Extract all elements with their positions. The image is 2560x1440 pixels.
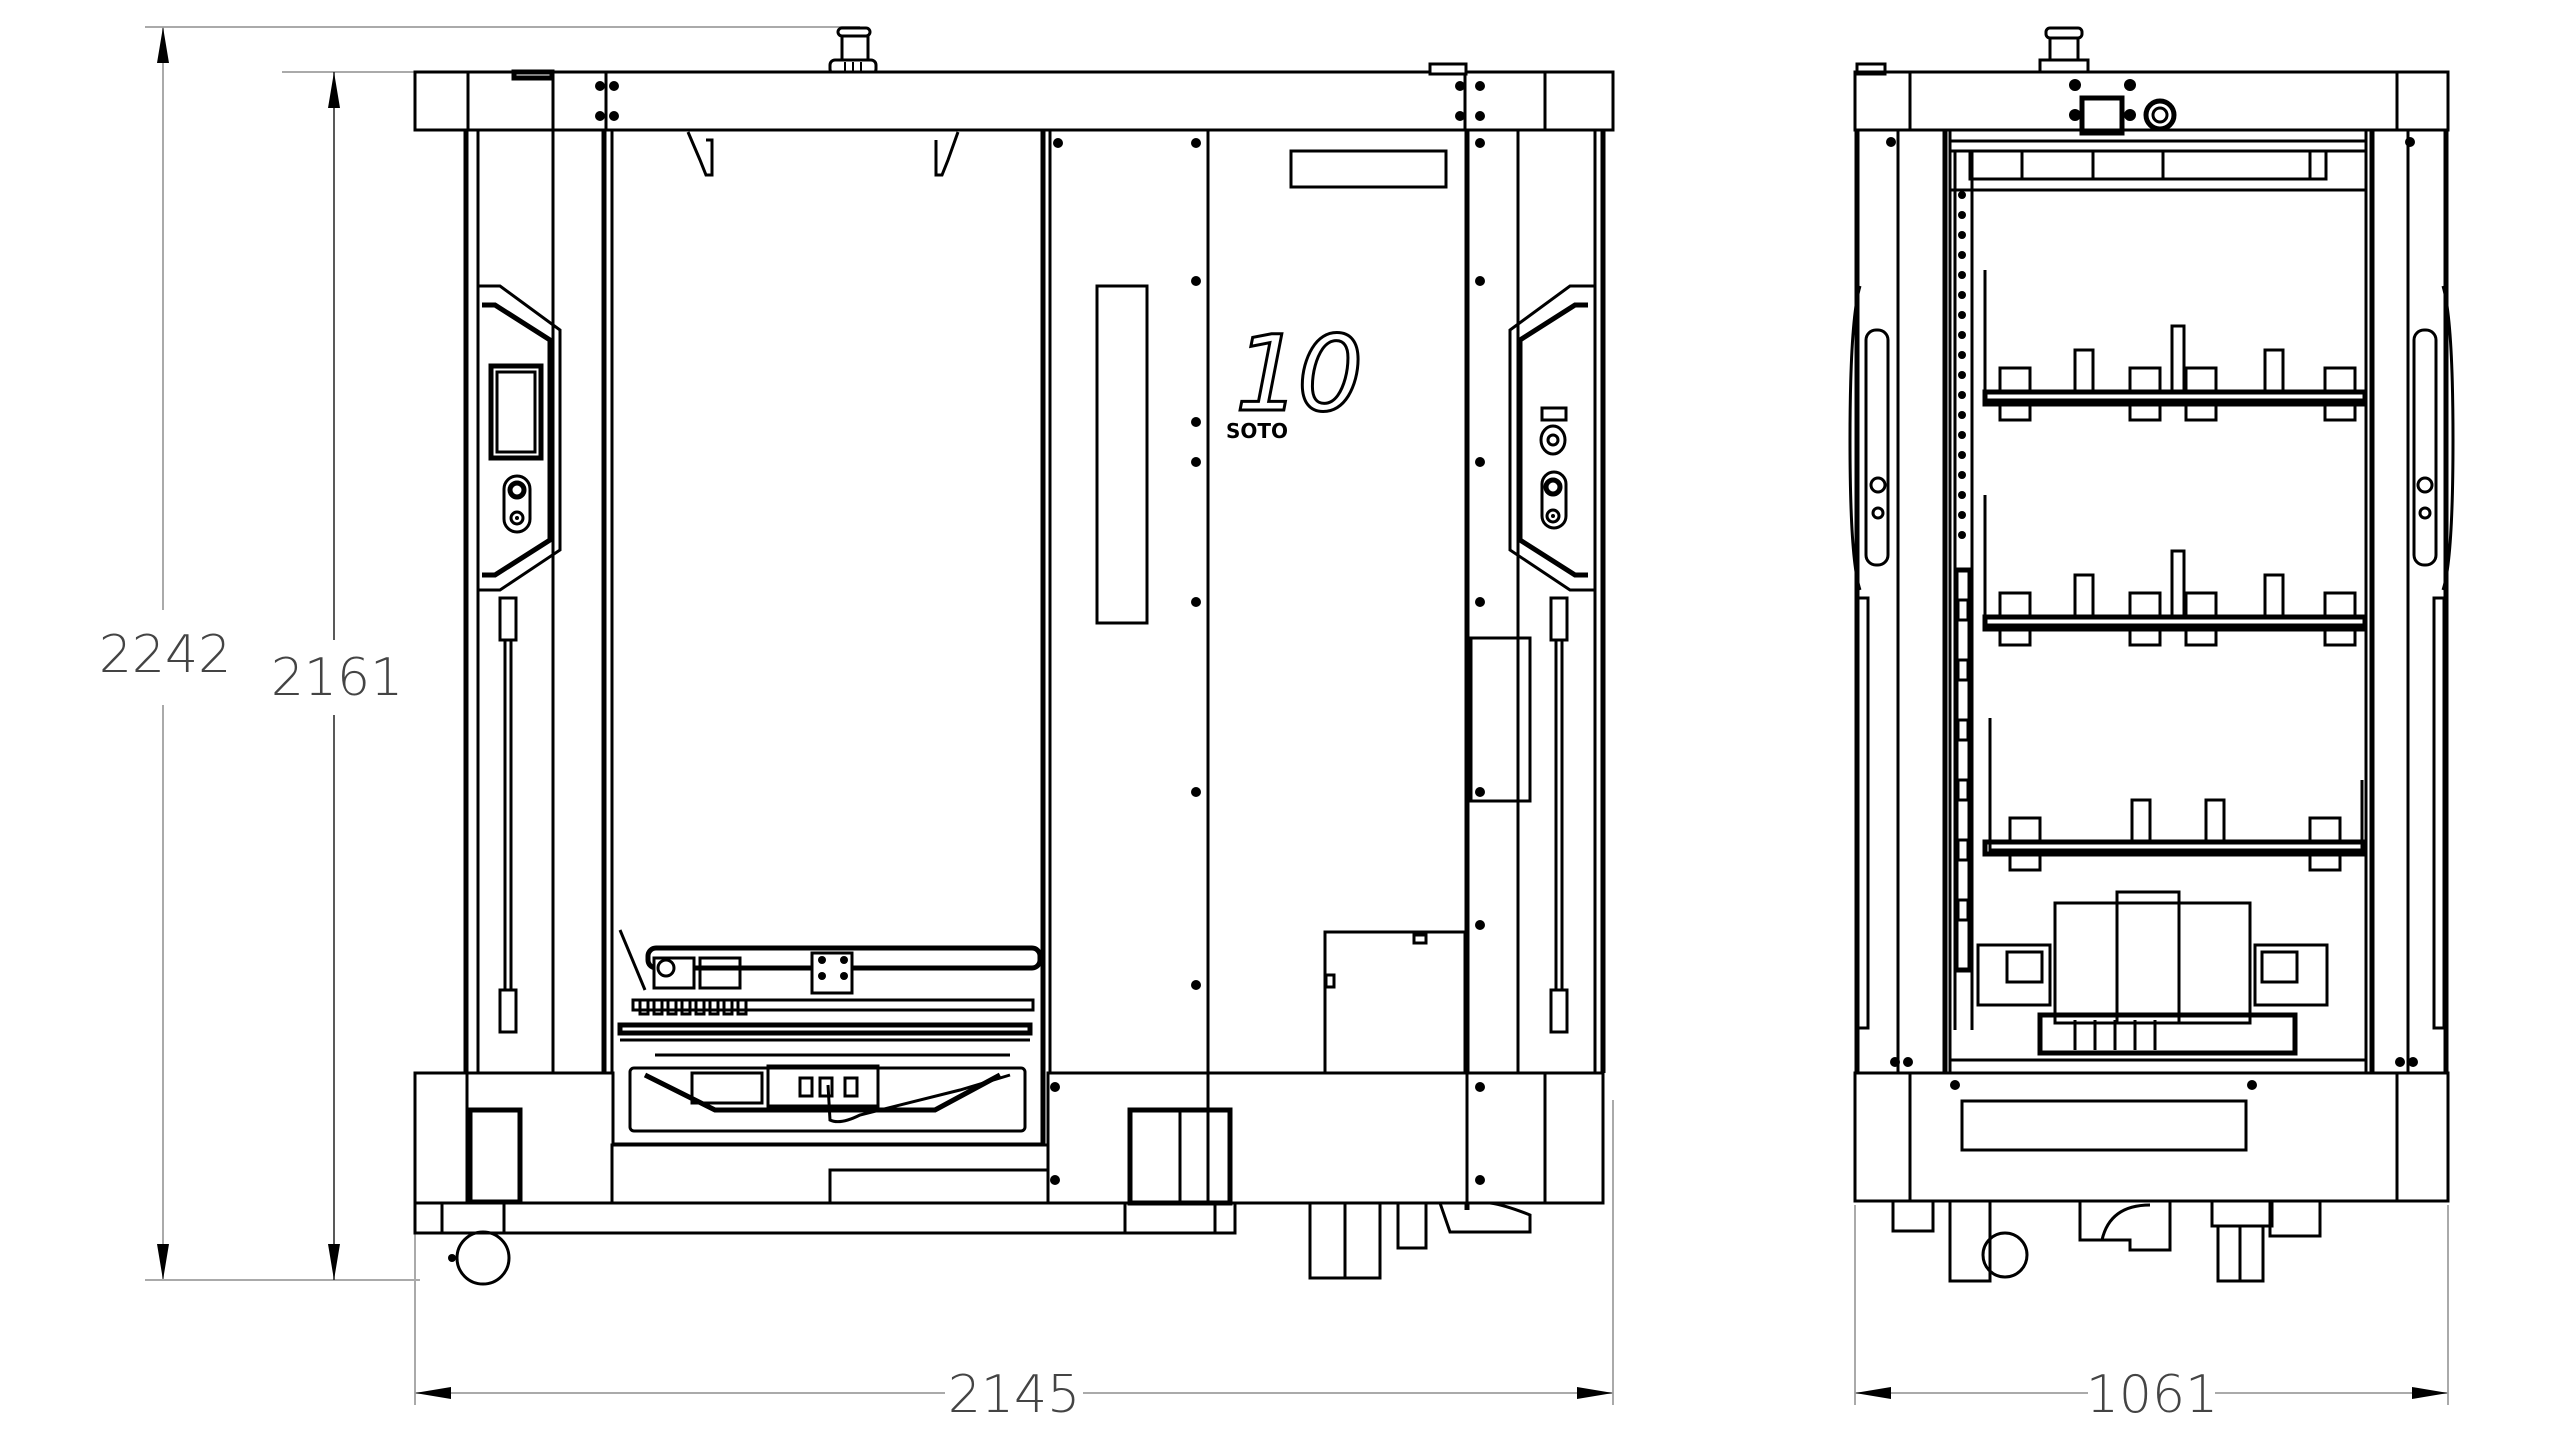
label-plate-horizontal bbox=[1289, 149, 1448, 189]
camera-mount bbox=[2079, 95, 2125, 136]
power-button-icon[interactable] bbox=[1543, 477, 1563, 497]
conveyor-rollers bbox=[638, 998, 748, 1016]
lidar-icon bbox=[2143, 98, 2177, 132]
label-plate-vertical bbox=[1095, 284, 1149, 625]
left-pillar bbox=[463, 130, 614, 1145]
side-depth-label: 1061 bbox=[2086, 1365, 2218, 1425]
middle-door-panel bbox=[1053, 130, 1210, 1090]
reset-button-icon[interactable] bbox=[1545, 508, 1561, 524]
conveyor-mechanism bbox=[617, 929, 1043, 1133]
right-door-panel bbox=[1289, 130, 1485, 1210]
side-drive-wheel-right bbox=[2210, 1199, 2322, 1283]
status-indicator bbox=[1540, 406, 1568, 422]
side-caster-center bbox=[2078, 1201, 2172, 1252]
shelf-3 bbox=[1982, 718, 2368, 872]
shelf-1 bbox=[1982, 270, 2368, 422]
side-view bbox=[1848, 26, 2455, 1283]
front-width-label: 2145 bbox=[948, 1365, 1080, 1425]
right-control-panel bbox=[1508, 284, 1595, 592]
logo-brand: SOTO bbox=[1226, 419, 1288, 443]
top-beam bbox=[1853, 62, 2450, 136]
front-view: 10 SOTO bbox=[413, 26, 1615, 1286]
shelf-2 bbox=[1982, 495, 2368, 647]
base-frame bbox=[413, 1071, 1605, 1235]
top-beam bbox=[413, 62, 1615, 132]
side-drive-wheel-left bbox=[1891, 1199, 2029, 1283]
touch-screen[interactable] bbox=[488, 363, 544, 461]
left-control-panel bbox=[478, 284, 562, 592]
beacon-light-icon bbox=[828, 26, 878, 76]
key-switch-icon[interactable] bbox=[1539, 424, 1567, 456]
dimension-side-depth: 1061 bbox=[1854, 1205, 2449, 1425]
dimension-frame-height: 2161 bbox=[271, 71, 415, 1280]
left-handle[interactable] bbox=[498, 596, 518, 1034]
overall-height-label: 2242 bbox=[99, 625, 231, 685]
top-inner-rail bbox=[1948, 139, 2368, 192]
drive-wheel bbox=[1308, 1201, 1428, 1280]
left-side-panel-edge bbox=[1848, 285, 1862, 591]
drive-unit bbox=[1890, 890, 2418, 1067]
dimension-front-width: 2145 bbox=[414, 1100, 1614, 1425]
logo-number: 10 bbox=[1235, 313, 1359, 435]
vertical-rail bbox=[1953, 150, 1974, 1030]
beacon-light-icon bbox=[2038, 26, 2090, 76]
frame-height-label: 2161 bbox=[271, 648, 403, 708]
bumper bbox=[1438, 1201, 1532, 1234]
side-cover bbox=[1469, 636, 1532, 803]
electrical-box bbox=[1323, 930, 1467, 1075]
logo: 10 SOTO bbox=[1226, 312, 1365, 444]
right-handle[interactable] bbox=[1549, 596, 1569, 1034]
dimension-overall-height: 2242 bbox=[99, 26, 860, 1281]
right-side-panel-edge bbox=[2441, 285, 2455, 591]
caster-wheel-center bbox=[1123, 1201, 1217, 1235]
reset-button-icon[interactable] bbox=[509, 510, 525, 526]
caster-wheel-left bbox=[440, 1201, 511, 1286]
side-pillars bbox=[1854, 130, 2449, 1073]
side-base bbox=[1853, 1071, 2450, 1203]
base-plate-label bbox=[1960, 1099, 2248, 1152]
power-button-icon[interactable] bbox=[507, 480, 527, 500]
